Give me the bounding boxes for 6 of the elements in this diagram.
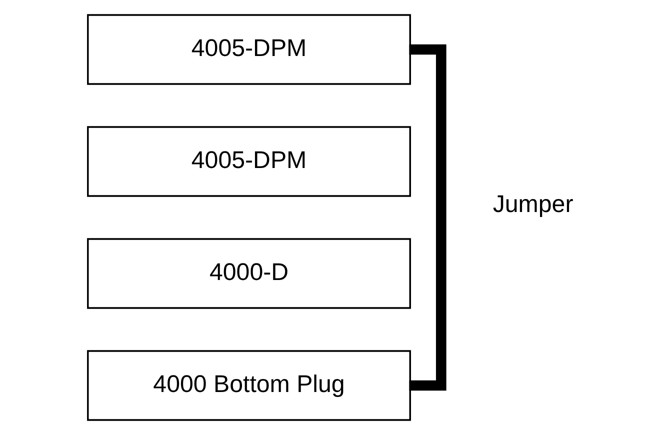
connector bbox=[408, 44, 446, 391]
node-box: 4000 Bottom Plug bbox=[86, 350, 410, 421]
node-box: 4005-DPM bbox=[86, 126, 410, 197]
node-box: 4000-D bbox=[86, 238, 410, 309]
node-box: 4005-DPM bbox=[86, 14, 410, 85]
edge-label: Jumper bbox=[492, 190, 573, 218]
